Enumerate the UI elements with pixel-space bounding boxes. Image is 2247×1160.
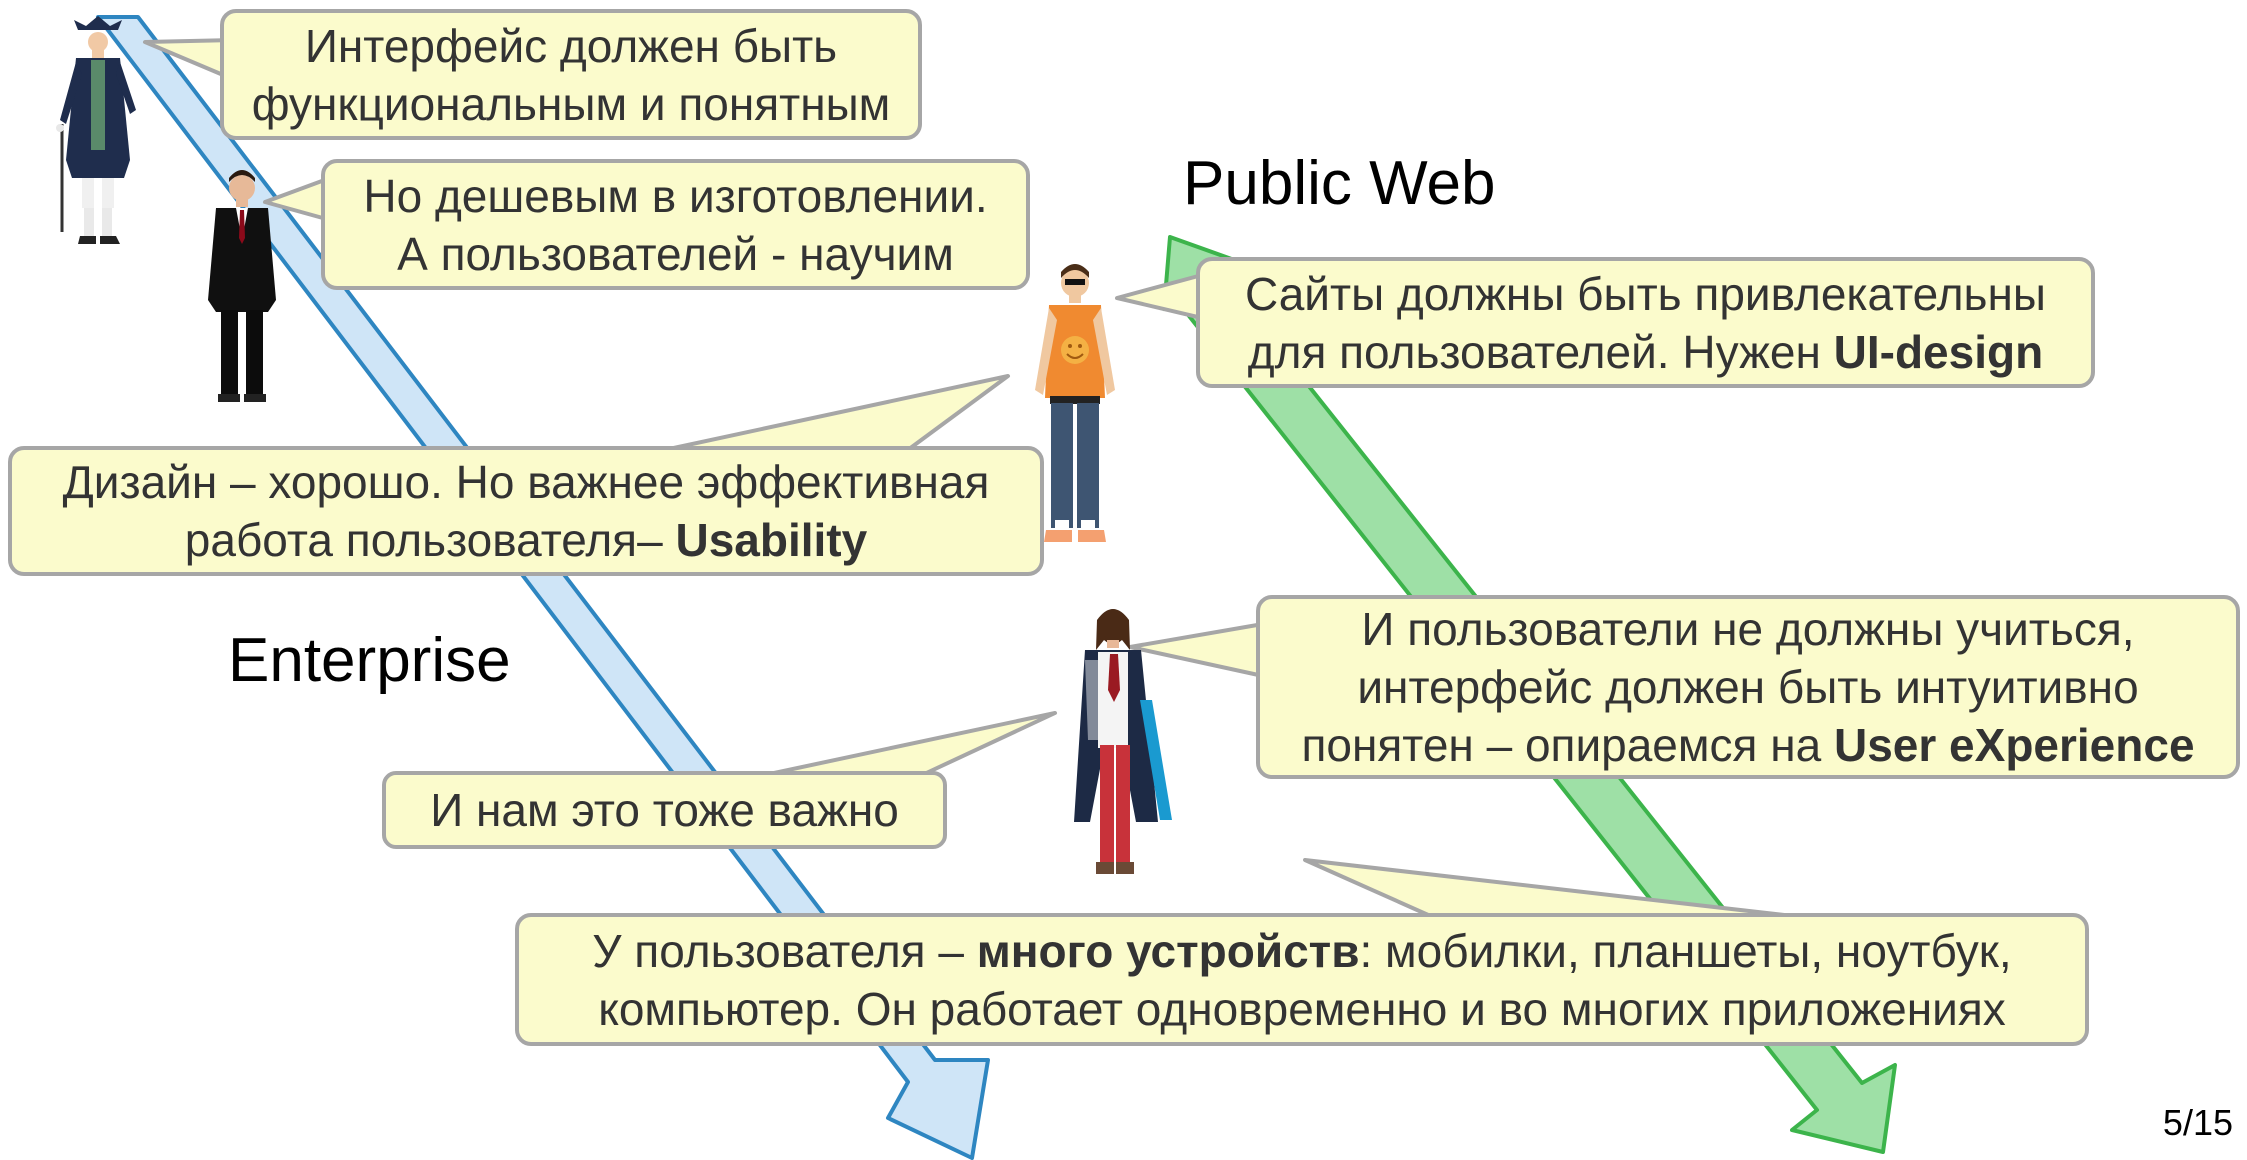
bubble-devices-shape (515, 858, 2089, 1046)
bubble-web-user-shape (1115, 257, 2095, 388)
bubble-web-user: Сайты должны быть привлекательны для пол… (1198, 259, 2093, 386)
bubble-web-user-line2: для пользователей. Нужен UI-design (1245, 323, 2046, 381)
bubble-modern-user-line3-emphasis: User eXperience (1833, 719, 2195, 771)
bubble-devices-line1-rest: : мобилки, планшеты, ноутбук, (1359, 924, 2012, 977)
person-modern-user-figure (1074, 609, 1172, 874)
bubble-manager: Но дешевым в изготовлении. А пользовател… (323, 161, 1028, 288)
label-enterprise: Enterprise (228, 626, 511, 695)
bubble-enterprise-reply-line2-emphasis: Usability (675, 514, 868, 566)
bubble-modern-user: И пользователи не должны учиться, интерф… (1258, 597, 2238, 777)
bubble-customer-shape (143, 9, 922, 140)
bubble-enterprise-reply-shape (8, 374, 1044, 576)
bubble-modern-user-line3: понятен – опираемся на User eXperience (1301, 716, 2194, 774)
bubble-web-user-line2-text: для пользователей. Нужен (1247, 325, 1834, 378)
enterprise-arrow (96, 15, 990, 1160)
bubble-devices: У пользователя – много устройств: мобилк… (517, 915, 2087, 1044)
bubble-modern-user-line3-text: понятен – опираемся на (1301, 719, 1834, 771)
bubble-enterprise-agree: И нам это тоже важно (384, 773, 945, 847)
bubble-customer-line1: Интерфейс должен быть (304, 19, 838, 72)
bubble-customer-line2: функциональным и понятным (251, 77, 891, 130)
bubble-devices-line1-text: У пользователя – (592, 924, 977, 977)
bubble-customer: Интерфейс должен быть функциональным и п… (222, 11, 920, 138)
person-web-user-figure (1035, 264, 1115, 542)
bubble-enterprise-agree-shape (382, 711, 1057, 849)
person-customer-figure (56, 16, 136, 244)
bubble-web-user-line1: Сайты должны быть привлекательны (1244, 267, 2046, 320)
bubble-enterprise-reply-line2-text: работа пользователя– (184, 514, 676, 566)
bubble-web-user-line2-emphasis: UI-design (1833, 325, 2044, 378)
bubble-devices-line1-emphasis: много устройств (976, 924, 1360, 977)
bubble-enterprise-agree-line1: И нам это тоже важно (430, 784, 899, 836)
bubble-modern-user-line1: И пользователи не должны учиться, (1361, 603, 2135, 655)
label-public-web: Public Web (1183, 149, 1496, 218)
bubble-modern-user-shape (1128, 595, 2240, 779)
bubble-enterprise-reply-line2: работа пользователя– Usability (63, 511, 990, 569)
bubble-manager-line1: Но дешевым в изготовлении. (363, 169, 988, 222)
bubble-manager-line2: А пользователей - научим (397, 227, 954, 280)
bubble-modern-user-line2: интерфейс должен быть интуитивно (1357, 661, 2139, 713)
bubble-manager-shape (263, 159, 1030, 290)
page-number: 5/15 (2162, 1102, 2233, 1143)
bubble-enterprise-reply-line1: Дизайн – хорошо. Но важнее эффективная (62, 456, 990, 508)
bubble-enterprise-reply: Дизайн – хорошо. Но важнее эффективная р… (10, 448, 1042, 574)
person-manager-figure (208, 170, 276, 402)
bubble-devices-line1: У пользователя – много устройств: мобилк… (592, 922, 2011, 980)
bubble-devices-line2: компьютер. Он работает одновременно и во… (598, 982, 2006, 1035)
